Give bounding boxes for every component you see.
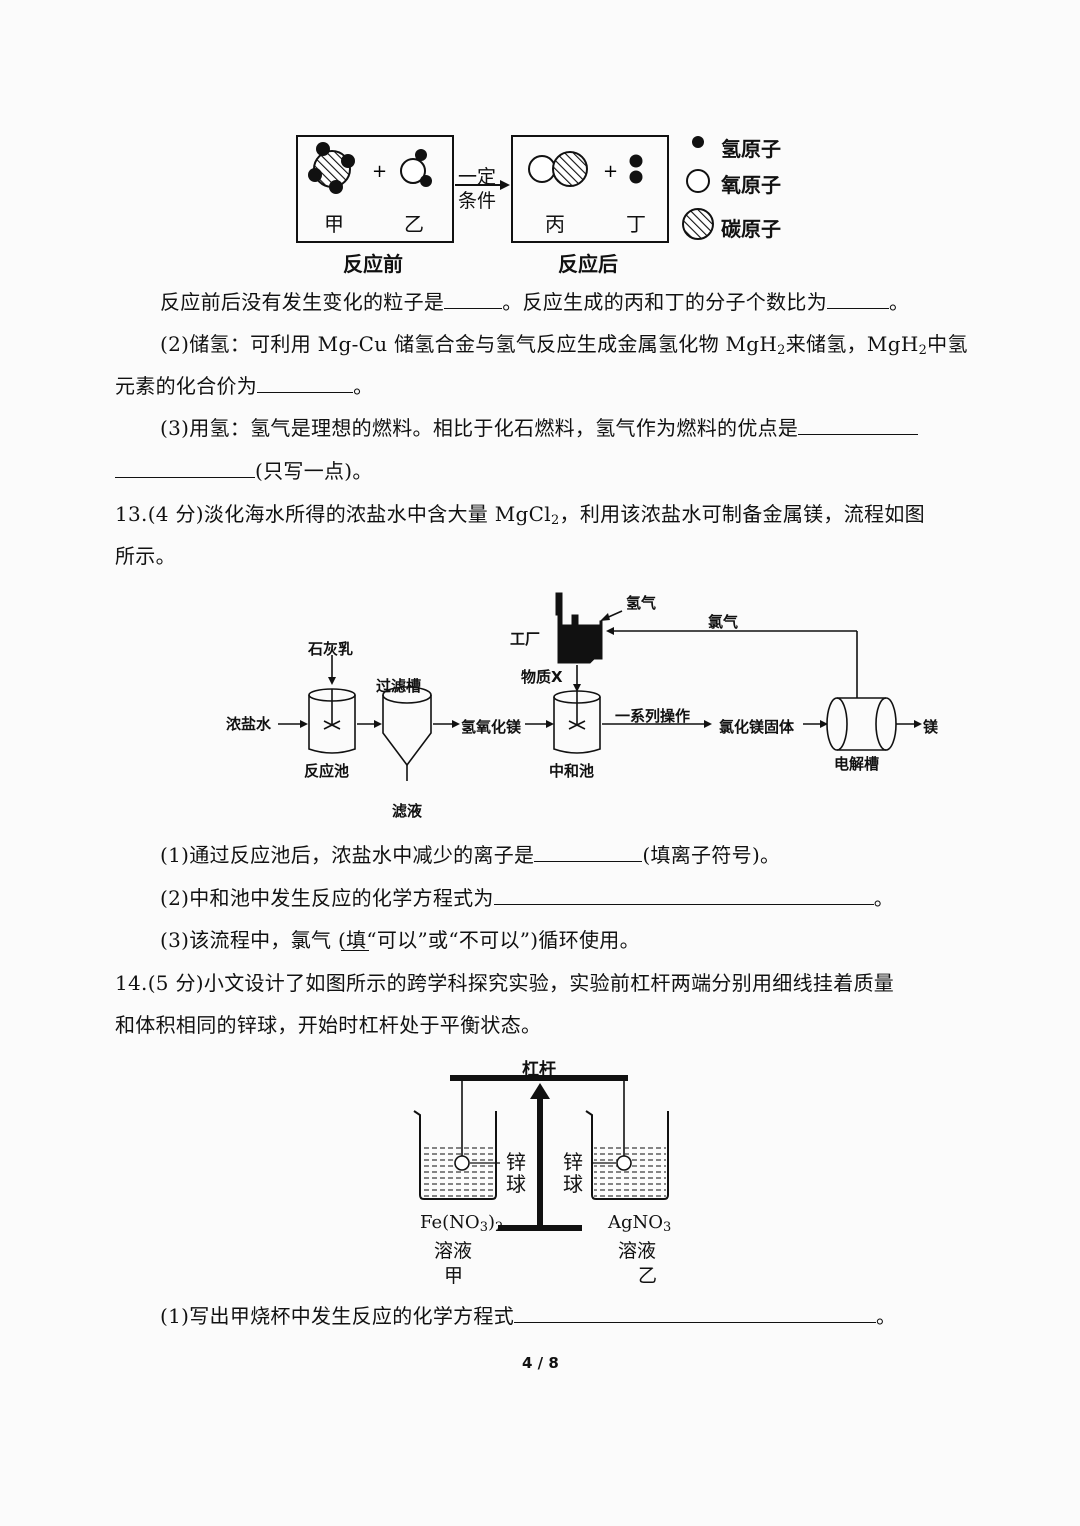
molecule-ding [629,154,643,184]
mg-chloride-label: 氯化镁固体 [719,718,795,736]
right-solution-word: 溶液 [618,1240,657,1262]
left-solution-formula: Fe(NO3)2 [420,1212,504,1235]
filter-tank-label: 过滤槽 [376,677,422,695]
q12-line1: 反应前后没有发生变化的粒子是。反应生成的丙和丁的分子个数比为。 [160,290,910,314]
molecule-reaction-figure: + + [290,125,810,275]
label-jia: 甲 [324,212,344,236]
zinc-ball-label-left-2: 球 [506,1172,526,1196]
reaction-tank-label: 反应池 [304,762,350,780]
after-label: 反应后 [558,252,618,276]
q12-part3-line1: (3)用氢：氢气是理想的燃料。相比于化石燃料，氢气作为燃料的优点是 [160,414,919,442]
beaker-yi [585,1110,669,1200]
filtrate-label: 滤液 [392,802,423,820]
lever-experiment-figure [400,1055,690,1235]
q14-stem-line1: 14.(5 分)小文设计了如图所示的跨学科探究实验，实验前杠杆两端分别用细线挂着… [115,971,895,995]
answer-blank [115,459,255,478]
q12-part2-line1: (2)储氢：可利用 Mg-Cu 储氢合金与氢气反应生成金属氢化物 MgH2来储氢… [160,332,968,358]
q13-stem-line2: 所示。 [115,544,176,568]
factory-label: 工厂 [510,630,541,648]
answer-blank [798,416,919,435]
label-bing: 丙 [545,212,565,236]
magnesium-label: 镁 [923,718,939,736]
q13-part1: (1)通过反应池后，浓盐水中减少的离子是(填离子符号)。 [160,843,781,867]
q14-part1: (1)写出甲烧杯中发生反应的化学方程式。 [160,1304,897,1328]
lever-bar [450,1075,628,1081]
zinc-ball-left [454,1155,470,1171]
zinc-ball-label-right-1: 锌 [563,1150,583,1174]
lever-support [537,1093,543,1227]
lever-svg [413,1075,669,1231]
before-box [296,135,454,243]
condition-line2: 条件 [458,190,497,212]
legend-hydrogen-icon [692,136,704,148]
right-solution-formula: AgNO3 [608,1212,672,1235]
operations-label: 一系列操作 [615,707,691,725]
after-box [511,135,669,243]
legend-oxygen-icon [686,169,710,193]
answer-blank [257,374,354,393]
legend-oxygen-label: 氧原子 [721,173,781,197]
answer-blank [514,1304,877,1323]
q13-stem-line1: 13.(4 分)淡化海水所得的浓盐水中含大量 MgCl2，利用该浓盐水可制备金属… [115,502,925,528]
label-ding: 丁 [626,212,646,236]
mg-hydroxide-label: 氢氧化镁 [461,718,522,736]
answer-blank [827,290,890,309]
neutral-tank-label: 中和池 [549,762,595,780]
lever-label: 杠杆 [522,1060,556,1080]
zinc-ball-label-left-1: 锌 [506,1150,526,1174]
brine-label: 浓盐水 [226,715,272,733]
answer-blank [341,950,369,951]
zinc-ball-right [616,1155,632,1171]
page-number: 4 / 8 [522,1354,559,1372]
legend-carbon-icon [682,208,714,240]
electrolysis-label: 电解槽 [834,755,880,773]
molecule-jia [308,142,355,194]
legend-hydrogen-label: 氢原子 [721,137,781,161]
q12-part3-line2: (只写一点)。 [115,457,373,485]
plus-sign: + [372,161,387,182]
answer-blank [444,290,503,309]
flow-diagram-svg [278,592,922,781]
right-beaker-name: 乙 [638,1265,658,1287]
hydrogen-label: 氢气 [626,594,657,612]
magnesium-flow-diagram [220,585,950,825]
substance-x-label: 物质X [521,668,563,686]
answer-blank [493,886,874,905]
q13-part2: (2)中和池中发生反应的化学方程式为。 [160,886,895,910]
before-label: 反应前 [343,252,403,276]
left-solution-word: 溶液 [434,1240,473,1262]
plus-sign-2: + [603,161,618,182]
q14-stem-line2: 和体积相同的锌球，开始时杠杆处于平衡状态。 [115,1013,542,1037]
chlorine-label: 氯气 [708,613,739,631]
label-yi: 乙 [404,212,424,236]
left-beaker-name: 甲 [444,1265,464,1287]
beaker-jia [413,1110,497,1200]
condition-line1: 一定 [458,166,497,188]
molecule-yi [400,149,432,187]
zinc-ball-label-right-2: 球 [563,1172,583,1196]
q13-part3: (3)该流程中，氯气 (填“可以”或“不可以”)循环使用。 [160,928,640,952]
q12-part2-line2: 元素的化合价为。 [115,374,374,398]
molecule-diagram: + + [296,135,714,243]
legend-carbon-label: 碳原子 [721,217,781,241]
molecule-bing [528,151,588,187]
answer-blank [534,843,643,862]
lime-milk-label: 石灰乳 [308,640,354,658]
